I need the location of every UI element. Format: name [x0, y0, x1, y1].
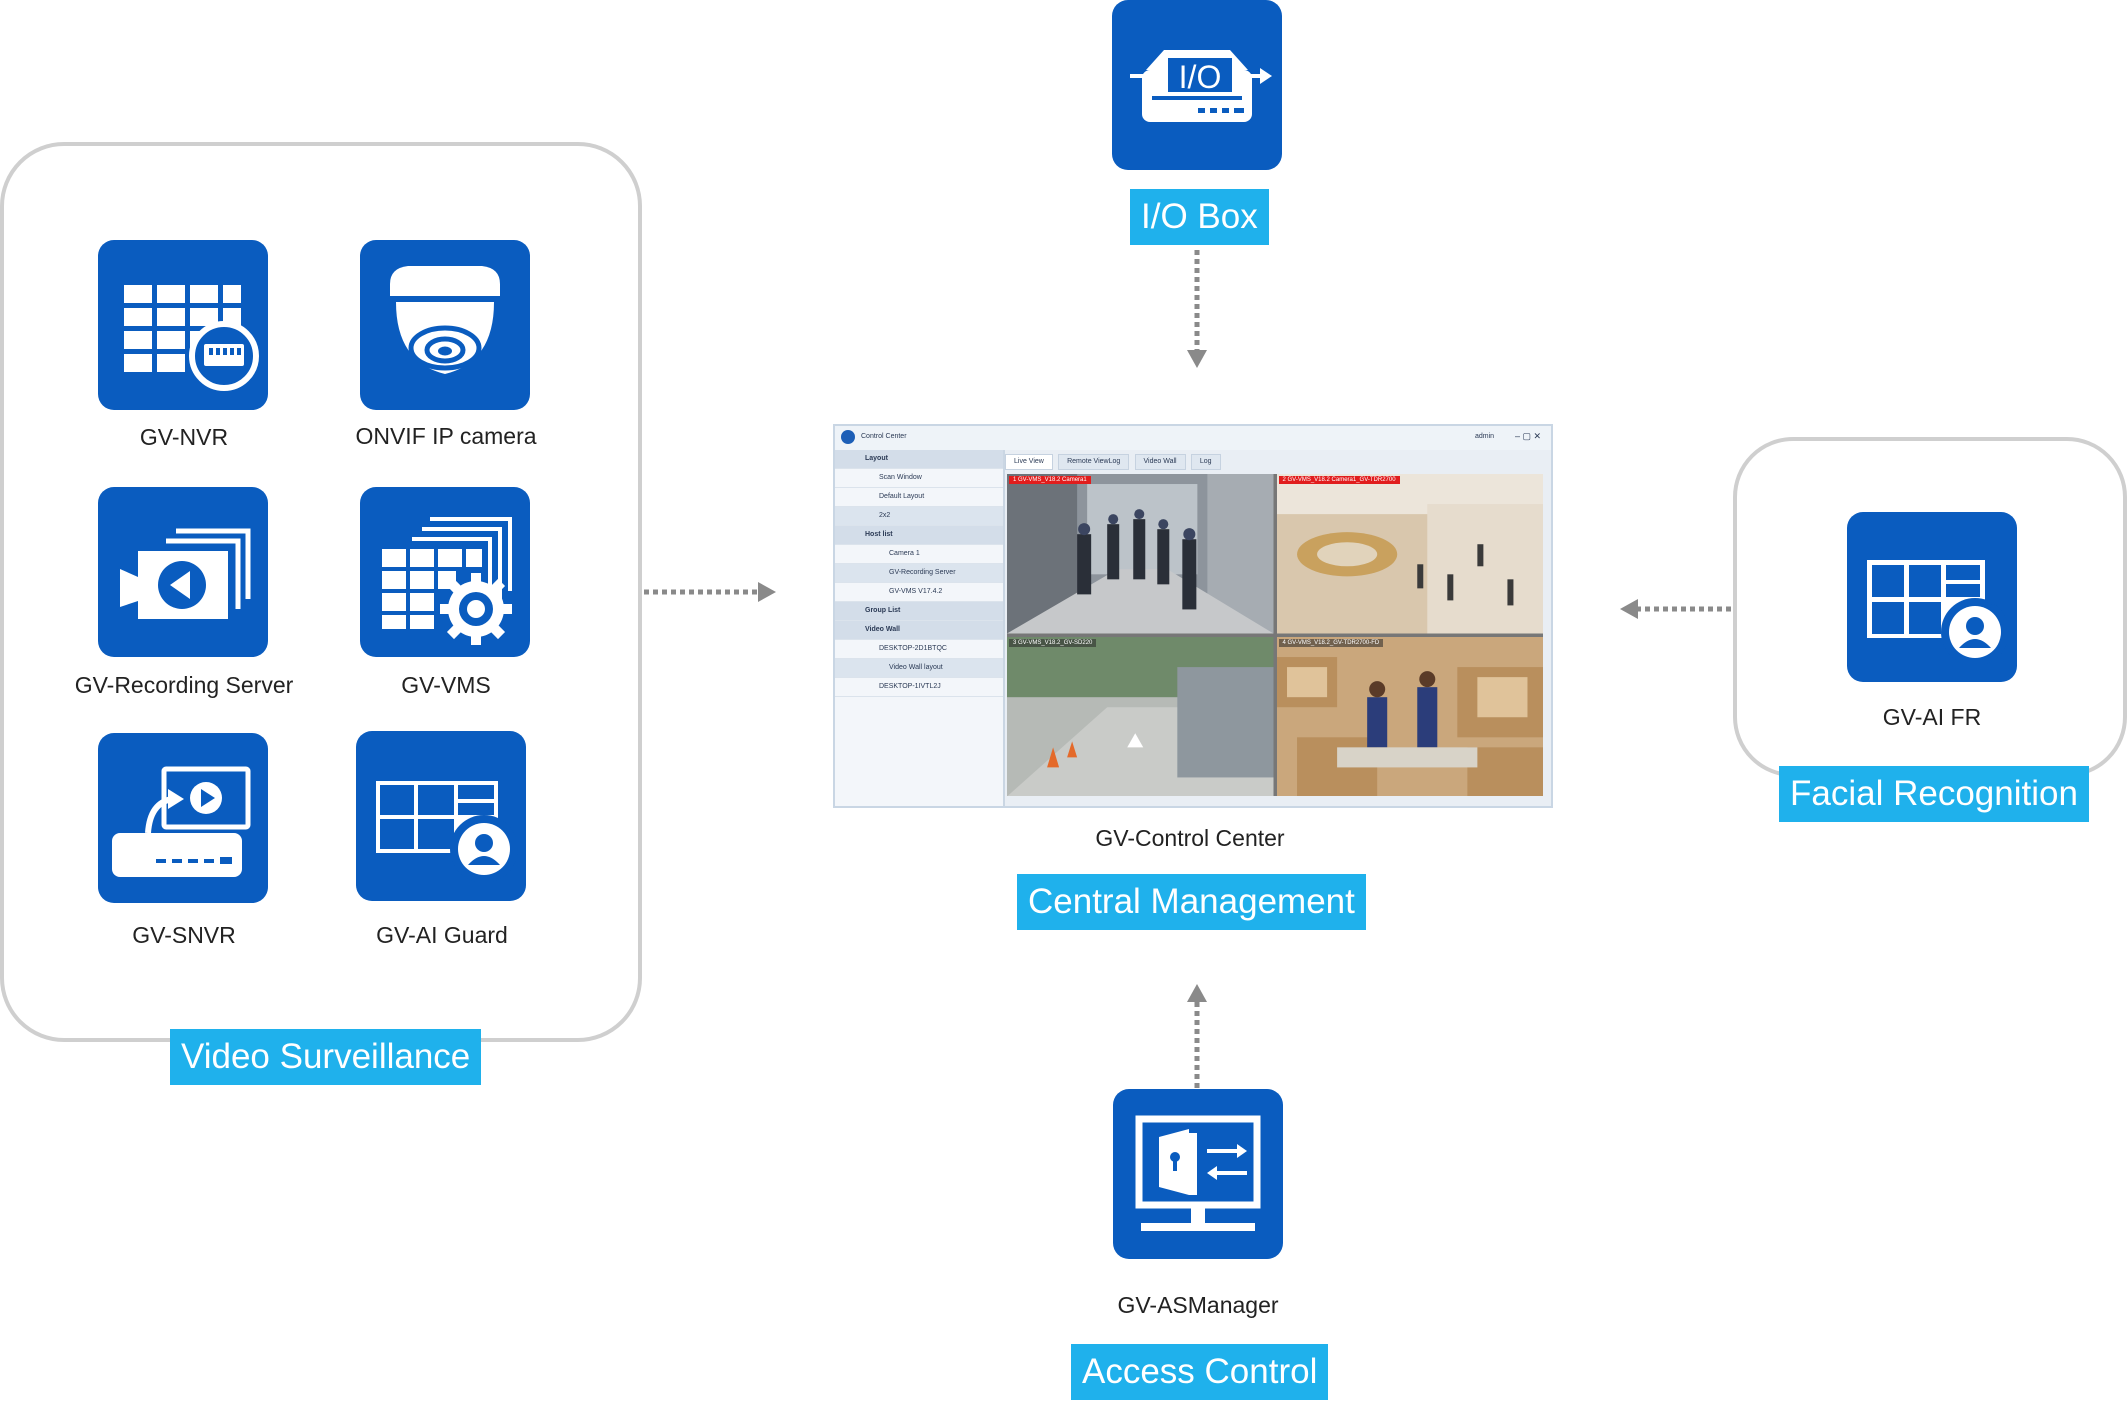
- camera-view: 1 GV-VMS_V18.2 Camera1: [1007, 474, 1274, 634]
- cc-tab-remote-viewlog: Remote ViewLog: [1058, 454, 1130, 470]
- caption-io-box: I/O Box: [1130, 189, 1269, 245]
- cc-window-title: Control Center: [861, 433, 907, 440]
- caption-central-management: Central Management: [1017, 874, 1366, 930]
- recording-server-icon: [98, 487, 268, 657]
- device-label-gv-recording-server: GV-Recording Server: [74, 672, 294, 698]
- camera-view: 3 GV-VMS_V18.2_GV-SD220: [1007, 636, 1274, 796]
- cc-logo-icon: [841, 430, 855, 444]
- cc-sidebar-item: Video Wall layout: [835, 659, 1003, 678]
- cc-tab-log: Log: [1190, 454, 1221, 470]
- device-label-gv-vms: GV-VMS: [401, 672, 491, 698]
- ai-guard-icon: [356, 731, 526, 901]
- control-center-screenshot: Control Center admin – ▢ ✕ Live View Rem…: [833, 424, 1553, 808]
- cc-sidebar-item: Host list: [835, 526, 1003, 545]
- cc-titlebar: Control Center admin – ▢ ✕: [835, 426, 1551, 450]
- cc-camera-grid: 1 GV-VMS_V18.2 Camera1 2 GV-VMS_V18.2 Ca…: [1007, 474, 1543, 796]
- device-label-gv-ai-guard: GV-AI Guard: [376, 922, 508, 948]
- access-control-monitor-icon: [1113, 1089, 1283, 1259]
- cc-sidebar-item: Camera 1: [835, 545, 1003, 564]
- dome-camera-icon: [360, 240, 530, 410]
- device-label-gv-snvr: GV-SNVR: [132, 922, 236, 948]
- device-label-gv-nvr: GV-NVR: [139, 424, 229, 450]
- video-surveillance-group: [0, 142, 642, 1042]
- snvr-device-icon: [98, 733, 268, 903]
- io-icon-text: I/O: [1179, 59, 1222, 95]
- ai-fr-icon: [1847, 512, 2017, 682]
- cc-sidebar-item: Group List: [835, 602, 1003, 621]
- cc-sidebar-item: GV-VMS V17.4.2: [835, 583, 1003, 602]
- device-label-onvif-ip-camera: ONVIF IP camera: [355, 423, 537, 449]
- nvr-grid-icon: [98, 240, 268, 410]
- cc-sidebar-item: DESKTOP-2D1BTQC: [835, 640, 1003, 659]
- vms-gear-icon: [360, 487, 530, 657]
- camera-label: 2 GV-VMS_V18.2 Camera1_GV-TDR2700: [1278, 476, 1400, 484]
- caption-access-control: Access Control: [1071, 1344, 1329, 1400]
- cc-sidebar-item: DESKTOP-1IVTL2J: [835, 678, 1003, 697]
- cc-window-controls: – ▢ ✕: [1515, 431, 1542, 441]
- cc-sidebar-item: Layout: [835, 450, 1003, 469]
- cc-user: admin: [1475, 433, 1495, 440]
- cc-sidebar-item: Default Layout: [835, 488, 1003, 507]
- label-gv-control-center: GV-Control Center: [1095, 825, 1285, 851]
- cc-tab-live-view: Live View: [1005, 454, 1053, 470]
- camera-view: 2 GV-VMS_V18.2 Camera1_GV-TDR2700: [1276, 474, 1543, 634]
- cc-sidebar-item: GV-Recording Server: [835, 564, 1003, 583]
- cc-sidebar-item: Video Wall: [835, 621, 1003, 640]
- cc-sidebar-item: 2x2: [835, 507, 1003, 526]
- camera-view: 4 GV-VMS_V18.2_GV-TDR2700-FD: [1276, 636, 1543, 796]
- cc-tabs: Live View Remote ViewLog Video Wall Log: [1005, 454, 1543, 470]
- label-gv-ai-fr: GV-AI FR: [1882, 704, 1982, 730]
- camera-label: 1 GV-VMS_V18.2 Camera1: [1009, 476, 1091, 484]
- caption-video-surveillance: Video Surveillance: [170, 1029, 482, 1085]
- cc-sidebar-item: Scan Window: [835, 469, 1003, 488]
- camera-label: 4 GV-VMS_V18.2_GV-TDR2700-FD: [1278, 638, 1384, 647]
- io-box-icon: I/O: [1112, 0, 1282, 170]
- caption-facial-recognition: Facial Recognition: [1779, 766, 2089, 822]
- camera-label: 3 GV-VMS_V18.2_GV-SD220: [1009, 638, 1097, 647]
- cc-sidebar: Layout Scan Window Default Layout 2x2 Ho…: [835, 450, 1005, 806]
- cc-tab-video-wall: Video Wall: [1134, 454, 1186, 470]
- label-gv-asmanager: GV-ASManager: [1117, 1292, 1279, 1318]
